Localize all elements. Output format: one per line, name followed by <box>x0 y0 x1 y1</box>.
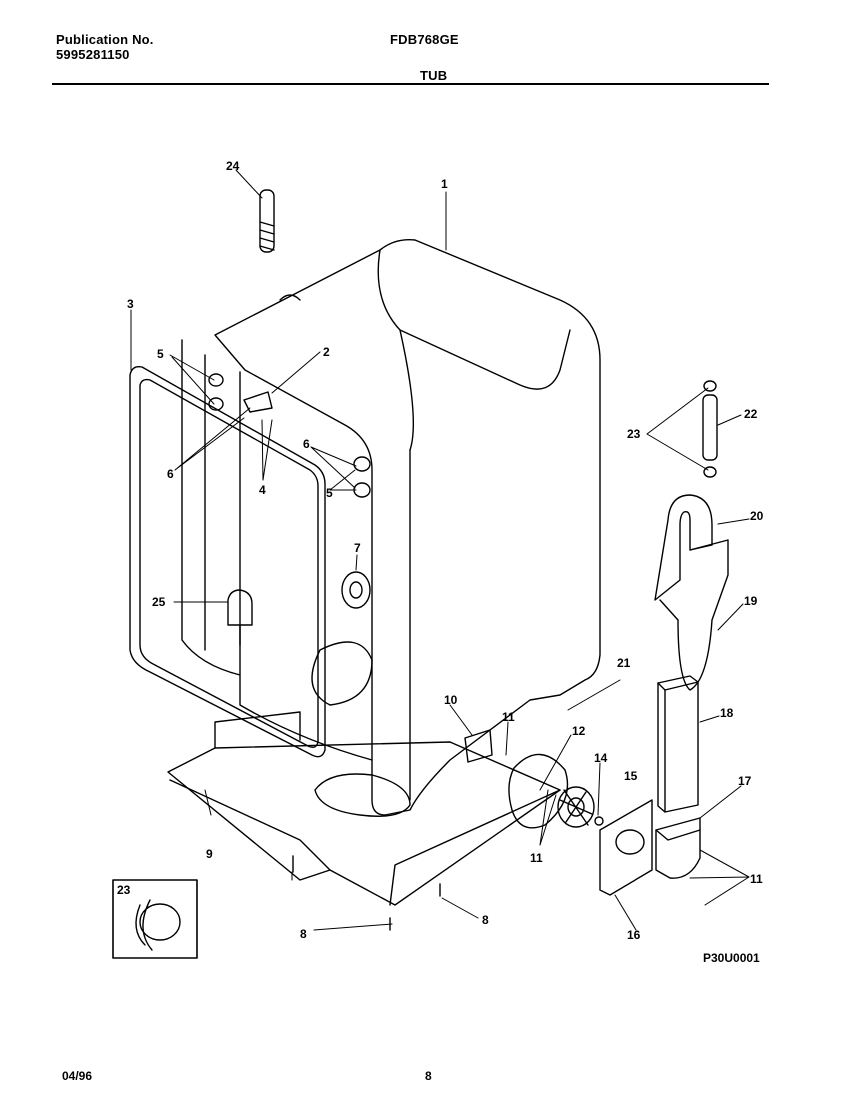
callout-7: 7 <box>354 541 361 555</box>
callout-15: 15 <box>624 769 638 783</box>
callout-4: 4 <box>259 483 266 497</box>
duct-18 <box>657 675 699 813</box>
leader-lines <box>130 169 750 931</box>
callout-11a: 11 <box>502 710 515 724</box>
screws <box>292 855 441 931</box>
blower-fan <box>508 753 595 829</box>
vent-duct <box>654 380 729 691</box>
door-gasket <box>129 339 326 758</box>
publication-label: Publication No. <box>56 32 154 47</box>
callout-25: 25 <box>152 595 166 609</box>
callout-21: 21 <box>617 656 631 670</box>
callout-16: 16 <box>627 928 641 942</box>
clamp-detail-inset <box>112 879 198 959</box>
callout-5a: 5 <box>157 347 164 361</box>
tub-body <box>214 239 601 817</box>
callout-2: 2 <box>323 345 330 359</box>
float-switch <box>464 729 493 763</box>
callout-6b: 6 <box>303 437 310 451</box>
callout-14: 14 <box>594 751 608 765</box>
callout-5b: 5 <box>326 486 333 500</box>
publication-number: 5995281150 <box>56 47 130 62</box>
base-plate <box>167 711 561 906</box>
tub-fittings <box>208 373 371 498</box>
callout-labels: 24 1 3 5 2 6 4 6 5 7 25 9 10 11 12 21 14… <box>117 159 764 942</box>
callout-19: 19 <box>744 594 758 608</box>
callout-1: 1 <box>441 177 448 191</box>
page-number: 8 <box>425 1069 432 1083</box>
callout-8b: 8 <box>482 913 489 927</box>
callout-11b: 11 <box>530 851 543 865</box>
callout-3: 3 <box>127 297 134 311</box>
blower-bracket <box>594 799 701 896</box>
callout-20: 20 <box>750 509 764 523</box>
callout-24: 24 <box>226 159 240 173</box>
section-title: TUB <box>420 68 448 83</box>
callout-22: 22 <box>744 407 758 421</box>
callout-12: 12 <box>572 724 586 738</box>
callout-18: 18 <box>720 706 734 720</box>
vent-ring <box>341 571 371 609</box>
callout-11c: 11 <box>750 872 763 886</box>
float-assembly <box>227 589 253 646</box>
footer-date: 04/96 <box>62 1069 93 1083</box>
callout-9: 9 <box>206 847 213 861</box>
callout-23a: 23 <box>627 427 641 441</box>
callout-23b: 23 <box>117 883 131 897</box>
callout-6a: 6 <box>167 467 174 481</box>
rinse-pin <box>259 189 275 253</box>
callout-8a: 8 <box>300 927 307 941</box>
callout-10: 10 <box>444 693 458 707</box>
callout-17: 17 <box>738 774 752 788</box>
model-number: FDB768GE <box>390 32 459 47</box>
header-rule <box>52 83 769 85</box>
drawing-code: P30U0001 <box>703 951 760 965</box>
